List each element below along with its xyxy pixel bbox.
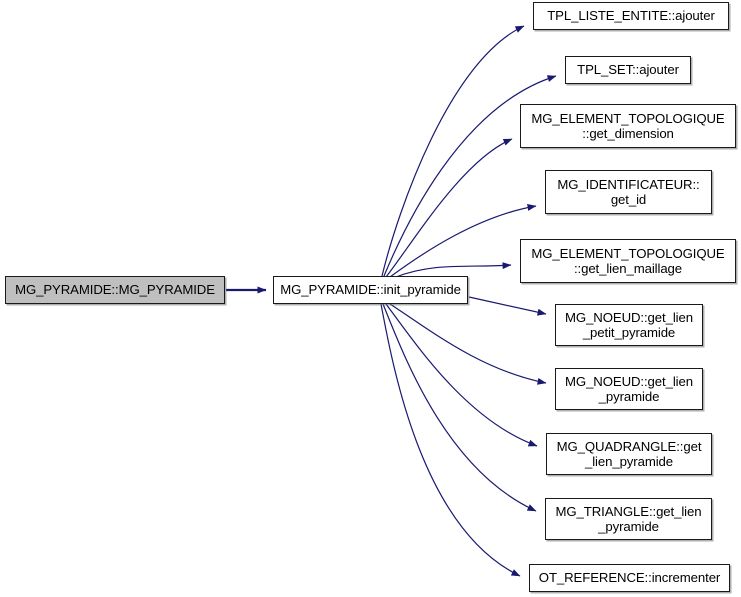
node-label: MG_ELEMENT_TOPOLOGIQUE ::get_lien_mailla… xyxy=(531,245,725,277)
node-label: MG_QUADRANGLE::get _lien_pyramide xyxy=(556,438,702,470)
node-tpl_liste_entite_ajouter[interactable]: TPL_LISTE_ENTITE::ajouter xyxy=(533,2,729,30)
call-edge xyxy=(383,75,557,277)
node-label: MG_ELEMENT_TOPOLOGIQUE ::get_dimension xyxy=(531,110,725,142)
node-mg_noeud_get_lien_petit_pyramide[interactable]: MG_NOEUD::get_lien _petit_pyramide xyxy=(555,304,703,346)
call-edge xyxy=(380,303,521,577)
node-mg_identificateur_get_id[interactable]: MG_IDENTIFICATEUR:: get_id xyxy=(545,170,712,214)
node-mg_element_topologique_get_dimension[interactable]: MG_ELEMENT_TOPOLOGIQUE ::get_dimension xyxy=(520,104,736,148)
node-mg_quadrangle_get_lien_pyramide[interactable]: MG_QUADRANGLE::get _lien_pyramide xyxy=(546,433,712,475)
node-root[interactable]: MG_PYRAMIDE::MG_PYRAMIDE xyxy=(5,276,225,304)
call-edge xyxy=(381,25,525,277)
node-tpl_set_ajouter[interactable]: TPL_SET::ajouter xyxy=(565,56,691,84)
node-ot_reference_incrementer[interactable]: OT_REFERENCE::incrementer xyxy=(529,564,730,592)
call-edge xyxy=(385,303,538,447)
call-edge xyxy=(389,203,537,278)
call-edge xyxy=(468,296,547,316)
call-edge xyxy=(389,303,547,385)
node-init_pyramide[interactable]: MG_PYRAMIDE::init_pyramide xyxy=(273,276,468,304)
node-label: OT_REFERENCE::incrementer xyxy=(538,570,721,586)
node-label: MG_PYRAMIDE::init_pyramide xyxy=(280,282,461,298)
call-edge xyxy=(382,303,537,512)
node-label: MG_NOEUD::get_lien _petit_pyramide xyxy=(565,309,693,341)
node-label: TPL_LISTE_ENTITE::ajouter xyxy=(547,8,715,24)
node-label: MG_IDENTIFICATEUR:: get_id xyxy=(557,176,700,208)
node-label: MG_PYRAMIDE::MG_PYRAMIDE xyxy=(15,282,215,298)
node-mg_noeud_get_lien_pyramide[interactable]: MG_NOEUD::get_lien _pyramide xyxy=(555,368,703,410)
node-mg_triangle_get_lien_pyramide[interactable]: MG_TRIANGLE::get_lien _pyramide xyxy=(545,498,712,540)
node-label: MG_NOEUD::get_lien _pyramide xyxy=(565,373,693,405)
call-edge xyxy=(395,262,512,278)
node-label: TPL_SET::ajouter xyxy=(577,62,679,78)
edge-paths xyxy=(226,25,557,577)
node-label: MG_TRIANGLE::get_lien _pyramide xyxy=(555,503,702,535)
call-edge xyxy=(385,138,513,278)
node-mg_element_topologique_get_lien_maillage[interactable]: MG_ELEMENT_TOPOLOGIQUE ::get_lien_mailla… xyxy=(520,239,736,283)
